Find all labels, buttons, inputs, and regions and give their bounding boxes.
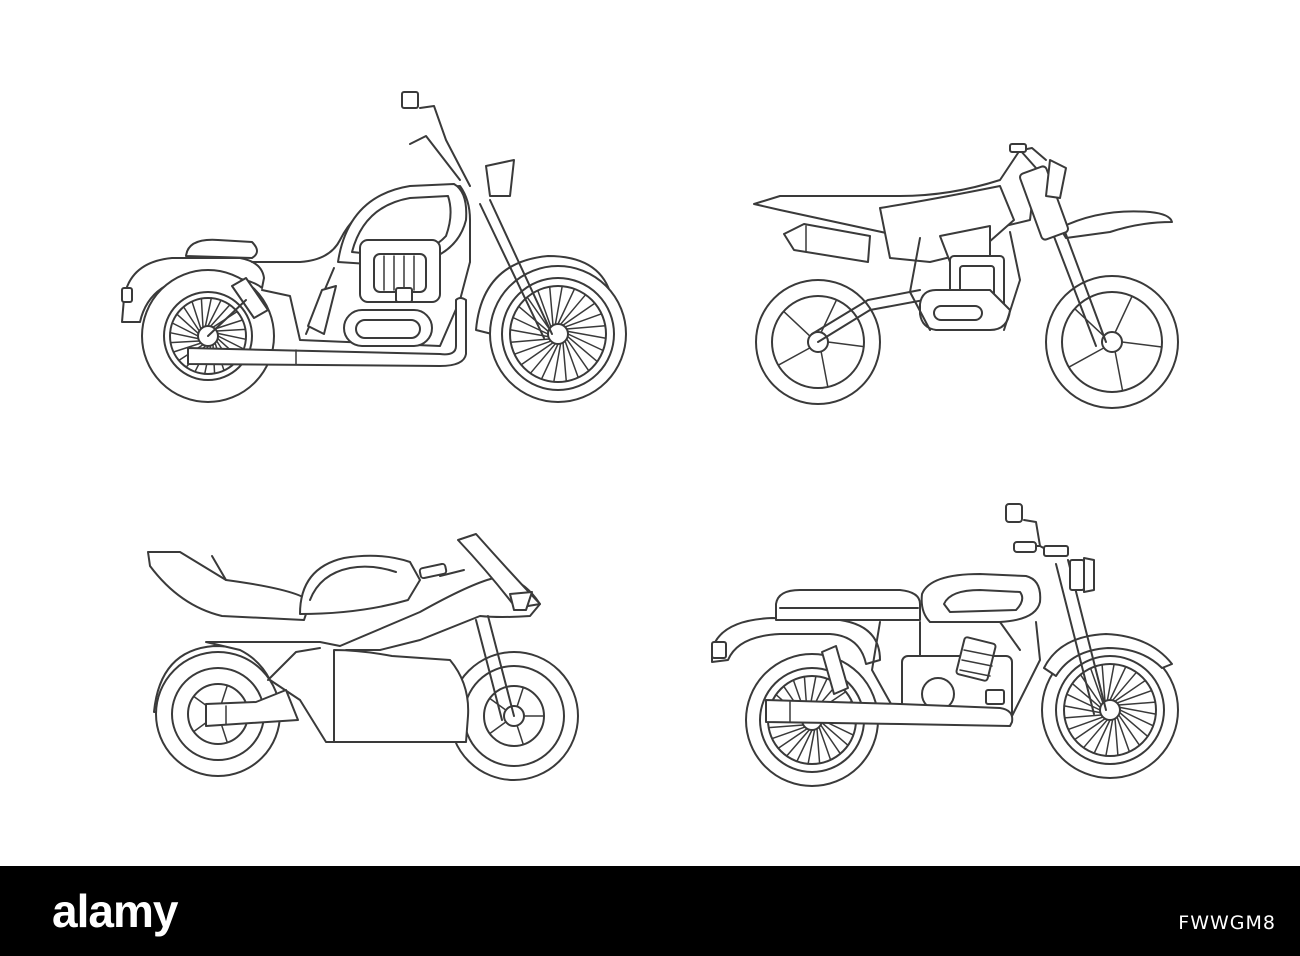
wheel-spoke xyxy=(214,319,244,330)
wheel-spoke xyxy=(566,335,599,363)
wheel-spoke xyxy=(1116,689,1153,704)
wheel-spoke xyxy=(557,288,576,325)
wheel-spoke xyxy=(1106,663,1115,702)
wheel-spoke xyxy=(1079,673,1103,706)
wheel-spoke xyxy=(520,341,554,366)
dirt-bike-icon xyxy=(753,143,1179,409)
wheel-spoke xyxy=(1101,663,1106,703)
wheel-spoke xyxy=(1071,682,1102,709)
wheel-spoke xyxy=(1116,716,1131,753)
motorcycles-line-art xyxy=(121,91,1179,787)
wheel-spoke xyxy=(820,721,849,747)
wheel-spoke xyxy=(537,289,552,328)
wheel-spoke xyxy=(1105,718,1114,757)
wheel-spoke xyxy=(513,340,552,355)
wheel-spoke xyxy=(1073,307,1105,337)
wheel-spoke xyxy=(565,324,607,330)
wheel-spoke xyxy=(516,686,525,708)
wheel-spoke xyxy=(554,285,563,326)
classic-front-spokes xyxy=(1063,663,1157,757)
wheel-spoke xyxy=(1114,679,1147,703)
classic-motorcycle-icon xyxy=(711,503,1179,787)
wheel-spoke xyxy=(207,299,222,327)
wheel-spoke xyxy=(529,342,557,375)
wheel-spoke xyxy=(564,340,579,379)
wheel-spoke xyxy=(176,313,200,335)
wheel-spoke xyxy=(565,338,590,372)
wheel-spoke xyxy=(215,328,247,332)
motorcycle-illustration xyxy=(121,91,1179,787)
wheel-spoke xyxy=(553,342,562,383)
wheel-spoke xyxy=(1082,718,1109,749)
wheel-spoke xyxy=(204,297,213,328)
wheel-spoke xyxy=(169,340,201,344)
wheel-spoke xyxy=(220,722,229,744)
wheel-spoke xyxy=(1117,701,1157,706)
wheel-spoke xyxy=(562,341,568,383)
wheel-spoke xyxy=(827,341,865,348)
watermark-bar: alamy FWWGM8 xyxy=(0,866,1300,956)
wheel-spoke xyxy=(516,724,525,746)
dirt-rear-spokes xyxy=(777,299,865,388)
wheel-spoke xyxy=(200,297,204,329)
wheel-spoke xyxy=(819,724,842,755)
wheel-spoke xyxy=(566,330,607,339)
wheel-spoke xyxy=(767,724,805,729)
wheel-spoke xyxy=(1117,714,1141,747)
wheel-spoke xyxy=(1114,717,1119,757)
wheel-spoke xyxy=(209,304,231,328)
wheel-spoke xyxy=(488,721,507,735)
wheel-spoke xyxy=(548,285,554,327)
dirt-front-spokes xyxy=(1068,295,1163,392)
wheel-spoke xyxy=(220,684,229,706)
image-code: FWWGM8 xyxy=(1178,912,1276,934)
wheel-spoke xyxy=(540,343,559,380)
wheel-spoke xyxy=(1114,350,1124,392)
wheel-spoke xyxy=(782,310,811,337)
wheel-spoke xyxy=(562,302,596,327)
wheel-spoke xyxy=(182,306,201,332)
wheel-spoke xyxy=(796,729,813,763)
wheel-spoke xyxy=(1111,671,1138,702)
wheel-spoke xyxy=(1114,295,1133,334)
wheel-spoke xyxy=(777,727,808,750)
wheel-spoke xyxy=(785,728,811,757)
wheel-spoke xyxy=(517,305,550,333)
wheel-spoke xyxy=(1073,717,1106,741)
wheel-spoke xyxy=(1089,667,1104,704)
wheel-spoke xyxy=(559,293,587,326)
alamy-logo: alamy xyxy=(52,885,178,937)
wheel-spoke xyxy=(777,347,811,366)
chopper-motorcycle-icon xyxy=(121,91,627,403)
wheel-spoke xyxy=(820,350,829,388)
sport-bike-icon xyxy=(147,533,579,781)
wheel-spoke xyxy=(818,726,832,761)
wheel-spoke xyxy=(567,333,604,352)
wheel-spoke xyxy=(512,316,549,335)
wheel-spoke xyxy=(1109,666,1127,701)
wheel-spoke xyxy=(771,726,806,740)
wheel-spoke xyxy=(169,331,200,340)
wheel-spoke xyxy=(216,332,247,341)
wheel-spoke xyxy=(217,335,245,350)
wheel-spoke xyxy=(1119,709,1154,727)
wheel-spoke xyxy=(1068,347,1105,368)
wheel-spoke xyxy=(807,728,816,765)
wheel-spoke xyxy=(1121,341,1163,348)
wheel-spoke xyxy=(1067,716,1104,731)
wheel-spoke xyxy=(1093,719,1111,754)
wheel-spoke xyxy=(1063,714,1103,719)
chopper-front-spokes xyxy=(509,285,607,383)
wheel-spoke xyxy=(816,727,821,765)
wheel-spoke xyxy=(526,296,551,330)
wheel-spoke xyxy=(509,338,551,344)
wheel-spoke xyxy=(1118,706,1157,715)
wheel-spoke xyxy=(564,313,603,328)
wheel-spoke xyxy=(171,322,199,337)
wheel-spoke xyxy=(1066,693,1101,711)
wheel-spoke xyxy=(191,300,202,330)
wheel-spoke xyxy=(1118,711,1149,738)
